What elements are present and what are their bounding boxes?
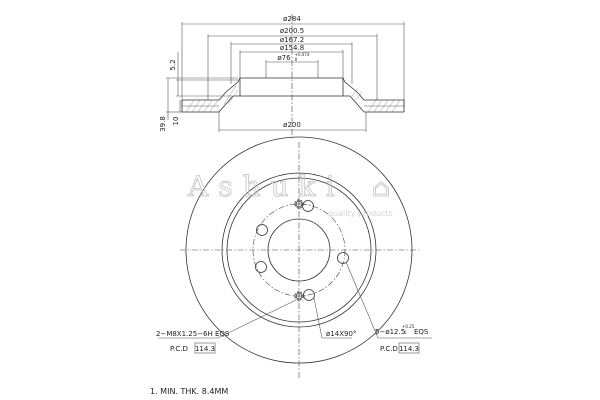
stud-hole-3 (303, 289, 315, 301)
callout-pcd-label-right: P.C.D (380, 345, 398, 353)
stud-hole-1 (302, 200, 314, 212)
watermark-subtitle: quality products (328, 209, 393, 218)
callout-stud-tol: +0.25 (402, 324, 415, 329)
dim-h5-2: 5.2 (169, 59, 177, 70)
dim-d154-8: ø154.8 (280, 44, 304, 52)
stud-hole-4 (255, 261, 267, 273)
dim-d284: ø284 (283, 15, 301, 23)
section-view: ø284 ø200.5 ø167.2 ø154.8 ø76 +0.074 0 ø… (159, 14, 405, 140)
callout-pcd-value-right: 114.3 (399, 345, 419, 353)
dim-d167-2: ø167.2 (280, 36, 304, 44)
stud-hole-2 (337, 252, 349, 264)
callout-stud-tol-low: 0 (404, 330, 407, 335)
callouts: 2−M8X1.25−6H EQS P.C.D 114.3 ø14X90° 5−ø… (156, 324, 429, 354)
dim-h39-8: 39.8 (159, 116, 167, 132)
watermark-glyph: ⌂ (372, 174, 390, 202)
callout-bolt-holes: 2−M8X1.25−6H EQS (156, 330, 230, 338)
dim-d76-tol-low: 0 (295, 57, 298, 62)
callout-pcd-label-left: P.C.D (170, 345, 188, 353)
dim-d76-tol: +0.074 (295, 52, 310, 57)
callout-pcd-value-left: 114.3 (195, 345, 215, 353)
callout-stud-prefix: 5−ø12.5 (375, 328, 405, 336)
dim-d200: ø200 (283, 121, 301, 129)
front-view (158, 136, 432, 380)
dim-d76: ø76 (277, 54, 291, 62)
dim-h10: 10 (172, 117, 180, 126)
watermark-brand: Ashuki (187, 170, 345, 203)
callout-stud-suffix: EQS (414, 328, 429, 336)
stud-hole-5 (256, 224, 268, 236)
note-min-thickness: 1. MIN. THK. 8.4MM (150, 387, 228, 396)
callout-center-hole: ø14X90° (326, 330, 356, 338)
watermark: Ashuki ⌂ quality products (187, 170, 393, 219)
dim-d200-5: ø200.5 (280, 27, 304, 35)
